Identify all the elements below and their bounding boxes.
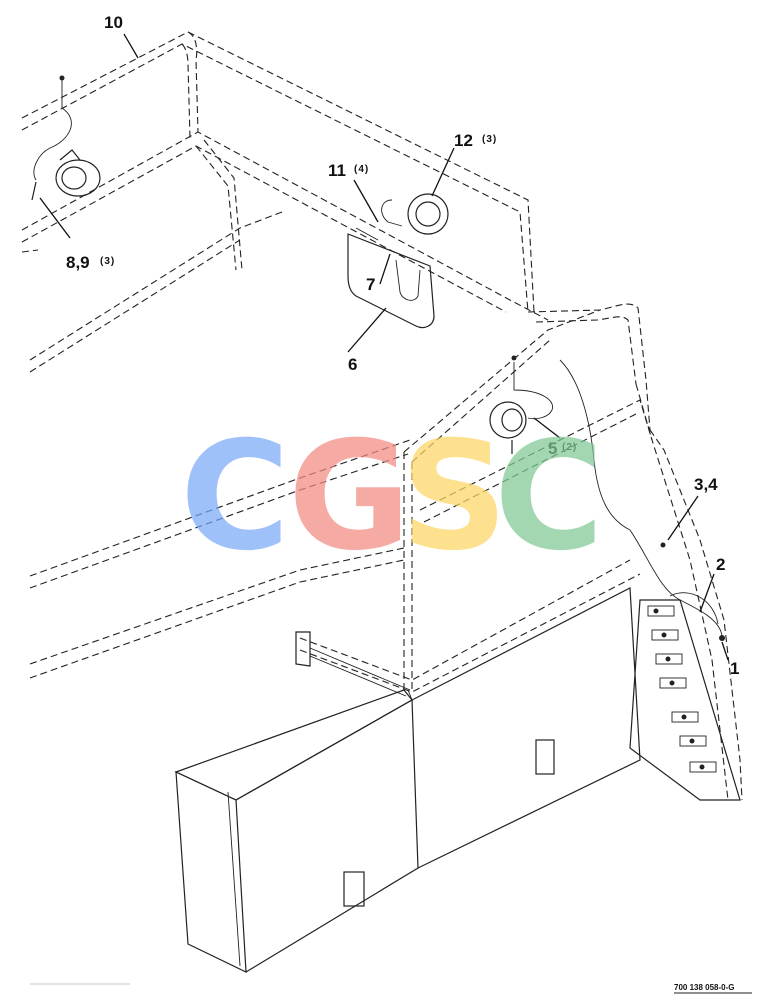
watermark-letter-s: S	[400, 410, 508, 584]
callout-8-9-qty: (3)	[100, 256, 115, 267]
upper-frame	[21, 31, 549, 373]
callout-5: 5	[548, 439, 557, 458]
callout-3-4: 3,4	[694, 475, 718, 494]
callout-7: 7	[366, 275, 375, 294]
callout-1: 1	[730, 659, 739, 678]
light-center	[381, 193, 449, 235]
drawing-number: 700 138 058-0-G	[674, 983, 735, 992]
ladder-rungs	[647, 605, 717, 773]
leader-lines	[39, 33, 729, 661]
light-right	[489, 355, 554, 454]
callout-2: 2	[716, 555, 725, 574]
callout-11: 11	[328, 161, 346, 180]
callout-10: 10	[104, 13, 123, 32]
watermark-letter-c: C	[180, 410, 290, 584]
side-frame	[29, 303, 743, 801]
tool-box	[174, 587, 641, 973]
callout-6: 6	[348, 355, 357, 374]
ladder	[629, 599, 741, 801]
callout-11-qty: (4)	[354, 164, 369, 175]
callouts: 10 12 (3) 11 (4) 8,9 (3) 7 6 5 (2) 3,4 2…	[66, 13, 739, 678]
decal-plate	[347, 227, 435, 329]
light-left	[31, 75, 101, 201]
wire-harness	[559, 359, 725, 641]
callout-8-9: 8,9	[66, 253, 90, 272]
callout-12-qty: (3)	[482, 134, 497, 145]
watermark: C G S C	[180, 410, 604, 584]
callout-12: 12	[454, 131, 473, 150]
footer: 700 138 058-0-G	[30, 983, 752, 994]
watermark-letter-c2: C	[494, 410, 604, 584]
callout-5-qty: (2)	[562, 442, 577, 453]
watermark-letter-g: G	[288, 410, 411, 584]
